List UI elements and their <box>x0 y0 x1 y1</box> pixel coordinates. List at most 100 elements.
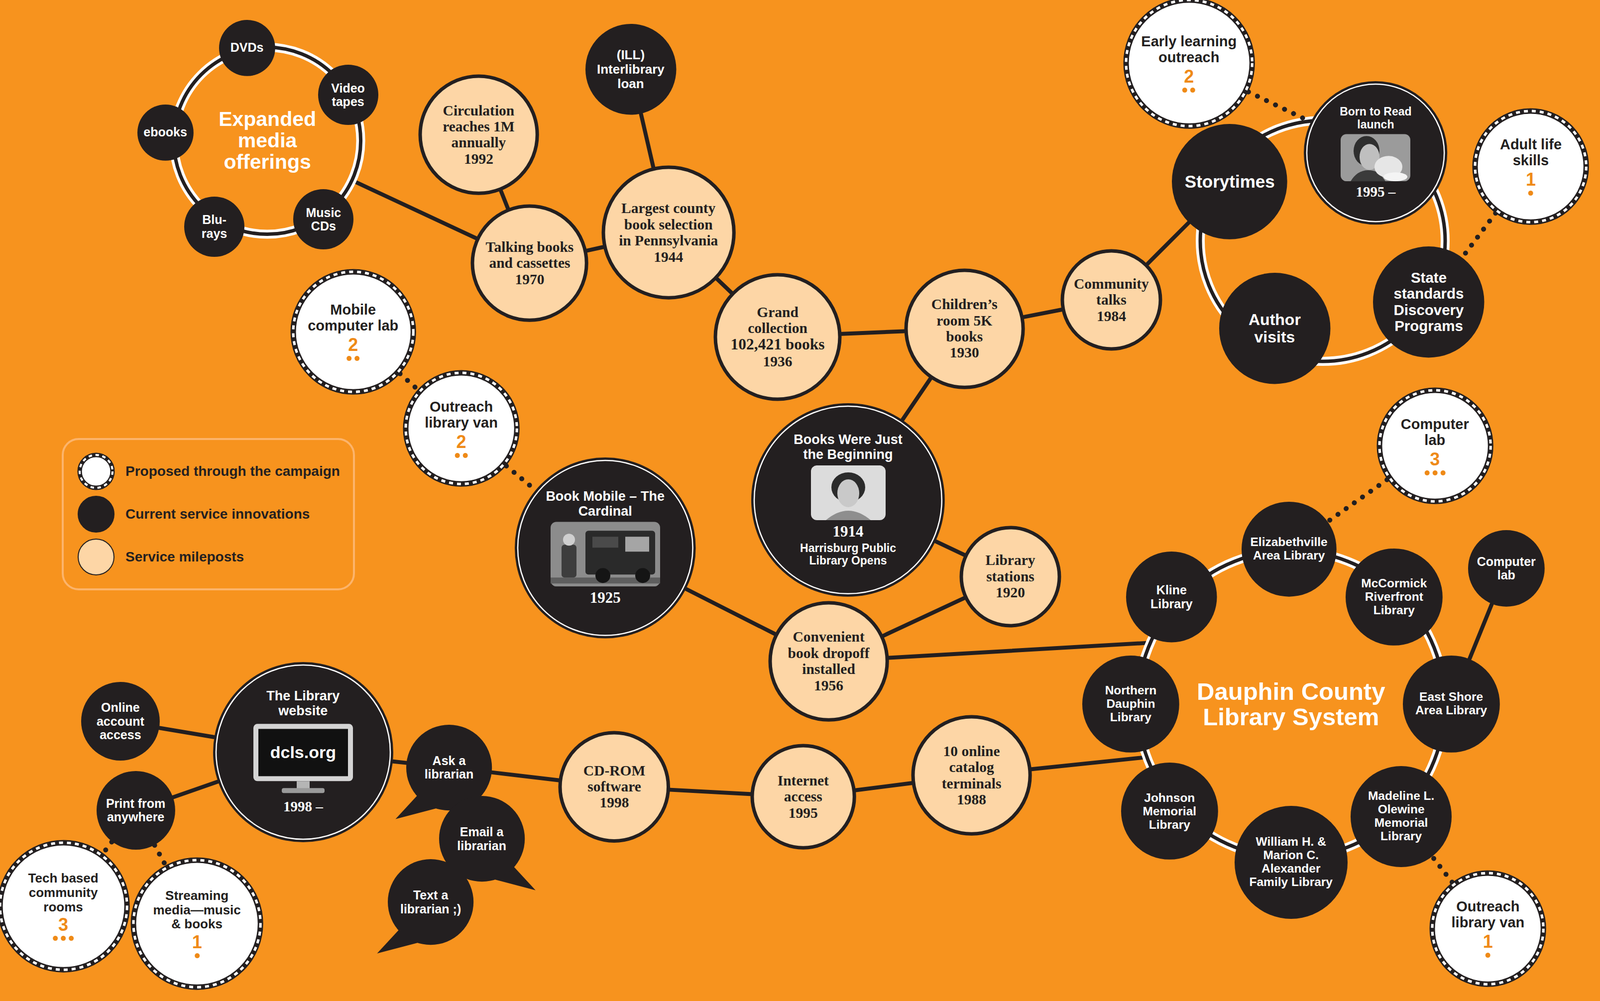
milepost-disc <box>560 732 669 842</box>
service-disc <box>1345 548 1443 646</box>
milepost-detail: 1930 <box>949 344 980 361</box>
node-content: Books Were Just the Beginning 1914Harris… <box>788 432 909 568</box>
service-disc <box>1219 272 1331 385</box>
proposed-disc <box>293 271 414 392</box>
photo-van <box>585 530 656 575</box>
proposed-circle: Mobile computer lab2 <box>290 268 417 395</box>
proposed-disc <box>133 860 261 988</box>
milepost-label: Library stations <box>972 552 1049 585</box>
year-label: 1914 <box>832 523 864 541</box>
node-content: Born to Read launch 1995 – <box>1330 106 1421 201</box>
service-label: Elizabethville Area Library <box>1250 535 1328 563</box>
node-content: Grand collection102,421 books1936 <box>729 304 826 370</box>
node-content: Streaming media—music & books1 <box>148 888 246 959</box>
service-label: William H. & Marion C. Alexander Family … <box>1248 835 1334 890</box>
legend-text: Service mileposts <box>125 549 244 566</box>
priority-dots <box>193 953 202 959</box>
milepost-label: Community talks <box>1073 275 1150 309</box>
service-disc <box>1468 530 1545 607</box>
milepost-disc <box>472 206 587 321</box>
milepost-circle: Community talks1984 <box>1060 248 1163 351</box>
milepost-detail: 1998 <box>599 795 630 811</box>
dotted-connector <box>1328 479 1387 522</box>
priority-number: 3 <box>1429 450 1440 469</box>
proposed-rim <box>293 271 414 392</box>
node-content: ebooks <box>143 125 188 140</box>
priority-number: 2 <box>456 433 467 452</box>
proposed-label: Streaming media—music & books <box>148 888 246 932</box>
node-content: Tech based community rooms3 <box>14 871 112 942</box>
service-label: Computer lab <box>1477 554 1536 582</box>
node-content: Outreach library van2 <box>418 399 504 458</box>
proposed-circle: Adult life skills1 <box>1472 108 1590 226</box>
milepost-disc <box>603 167 734 298</box>
service-disc <box>1402 655 1500 753</box>
milepost-circle: Convenient book dropoff installed1956 <box>768 600 890 722</box>
milepost-circle: Internet access1995 <box>750 743 857 850</box>
service-disc <box>1350 766 1452 868</box>
service-label: Kline Library <box>1137 583 1206 611</box>
connector <box>641 114 654 167</box>
service-label: Blu-rays <box>191 213 237 241</box>
proposed-circle: Streaming media—music & books1 <box>130 857 264 991</box>
node-content: Storytimes <box>1184 172 1275 192</box>
priority-number: 1 <box>192 933 203 952</box>
node-content: Library stations1920 <box>972 552 1049 601</box>
milepost-detail: 1956 <box>813 677 844 694</box>
service-disc <box>1126 551 1218 643</box>
group-title: Expanded media offerings <box>203 108 332 173</box>
priority-dots <box>1180 87 1197 93</box>
node-content: Book Mobile – The Cardinal 1925 <box>545 489 666 607</box>
priority-dots <box>453 453 470 458</box>
connector <box>500 191 508 209</box>
priority-dot <box>52 935 58 941</box>
illustration-frame <box>810 465 886 521</box>
priority-dots <box>1526 190 1535 196</box>
milepost-disc <box>1062 250 1161 349</box>
node-content: Early learning outreach2 <box>1141 33 1237 93</box>
dotted-connector <box>1248 92 1311 122</box>
speech-bubble: Text a librarian ;) <box>387 859 474 945</box>
priority-dots <box>344 355 361 361</box>
node-content: Talking books and cassettes1970 <box>485 238 574 288</box>
service-label: Online account access <box>90 700 151 743</box>
photo-ground <box>1340 133 1411 182</box>
photo-panel <box>592 536 619 548</box>
node-content: Video tapes <box>325 81 371 109</box>
connector <box>717 279 732 293</box>
milepost-circle: Largest county book selection in Pennsyl… <box>601 165 736 300</box>
node-content: Northern Dauphin Library <box>1094 684 1168 725</box>
node-content: 10 online catalog terminals1988 <box>925 743 1017 808</box>
node-content: Largest county book selection in Pennsyl… <box>617 200 719 266</box>
node-content: Community talks1984 <box>1073 275 1150 325</box>
service-disc <box>219 19 276 77</box>
legend-row: Proposed through the campaign <box>76 452 341 491</box>
node-content: Adult life skills1 <box>1488 136 1574 196</box>
milepost-detail: 1944 <box>653 248 684 265</box>
service-label: ebooks <box>143 125 188 140</box>
connector <box>883 598 965 636</box>
service-label: Madeline L. Olewine Memorial Library <box>1363 789 1440 844</box>
service-label: McCormick Riverfront Library <box>1357 576 1431 618</box>
node-content: The Library website dcls.org1998 – <box>248 688 358 815</box>
legend-proposed-rim <box>79 455 113 488</box>
legend-proposed-disc <box>79 455 113 488</box>
milepost-label: CD-ROM software <box>572 762 657 796</box>
group-ring: Expanded media offeringsDVDsVideo tapese… <box>169 42 366 239</box>
dotted-connector <box>400 373 418 390</box>
milepost-circle: Grand collection102,421 books1936 <box>713 272 842 402</box>
photo-rim <box>216 665 391 840</box>
service-disc <box>1372 246 1485 358</box>
dotted-connector <box>154 845 166 866</box>
proposed-circle: Computer lab3 <box>1376 387 1494 505</box>
priority-dot <box>462 453 468 458</box>
priority-dot <box>1485 952 1491 958</box>
node-content: Johnson Memorial Library <box>1133 791 1207 832</box>
proposed-label: Tech based community rooms <box>14 871 112 915</box>
service-disc <box>1121 762 1219 860</box>
node-content: Expanded media offerings <box>203 108 332 173</box>
node-content: Mobile computer lab2 <box>307 302 399 361</box>
node-content: Text a librarian ;) <box>398 888 463 916</box>
photo-window <box>625 536 650 552</box>
node-content: Computer lab <box>1477 554 1536 582</box>
